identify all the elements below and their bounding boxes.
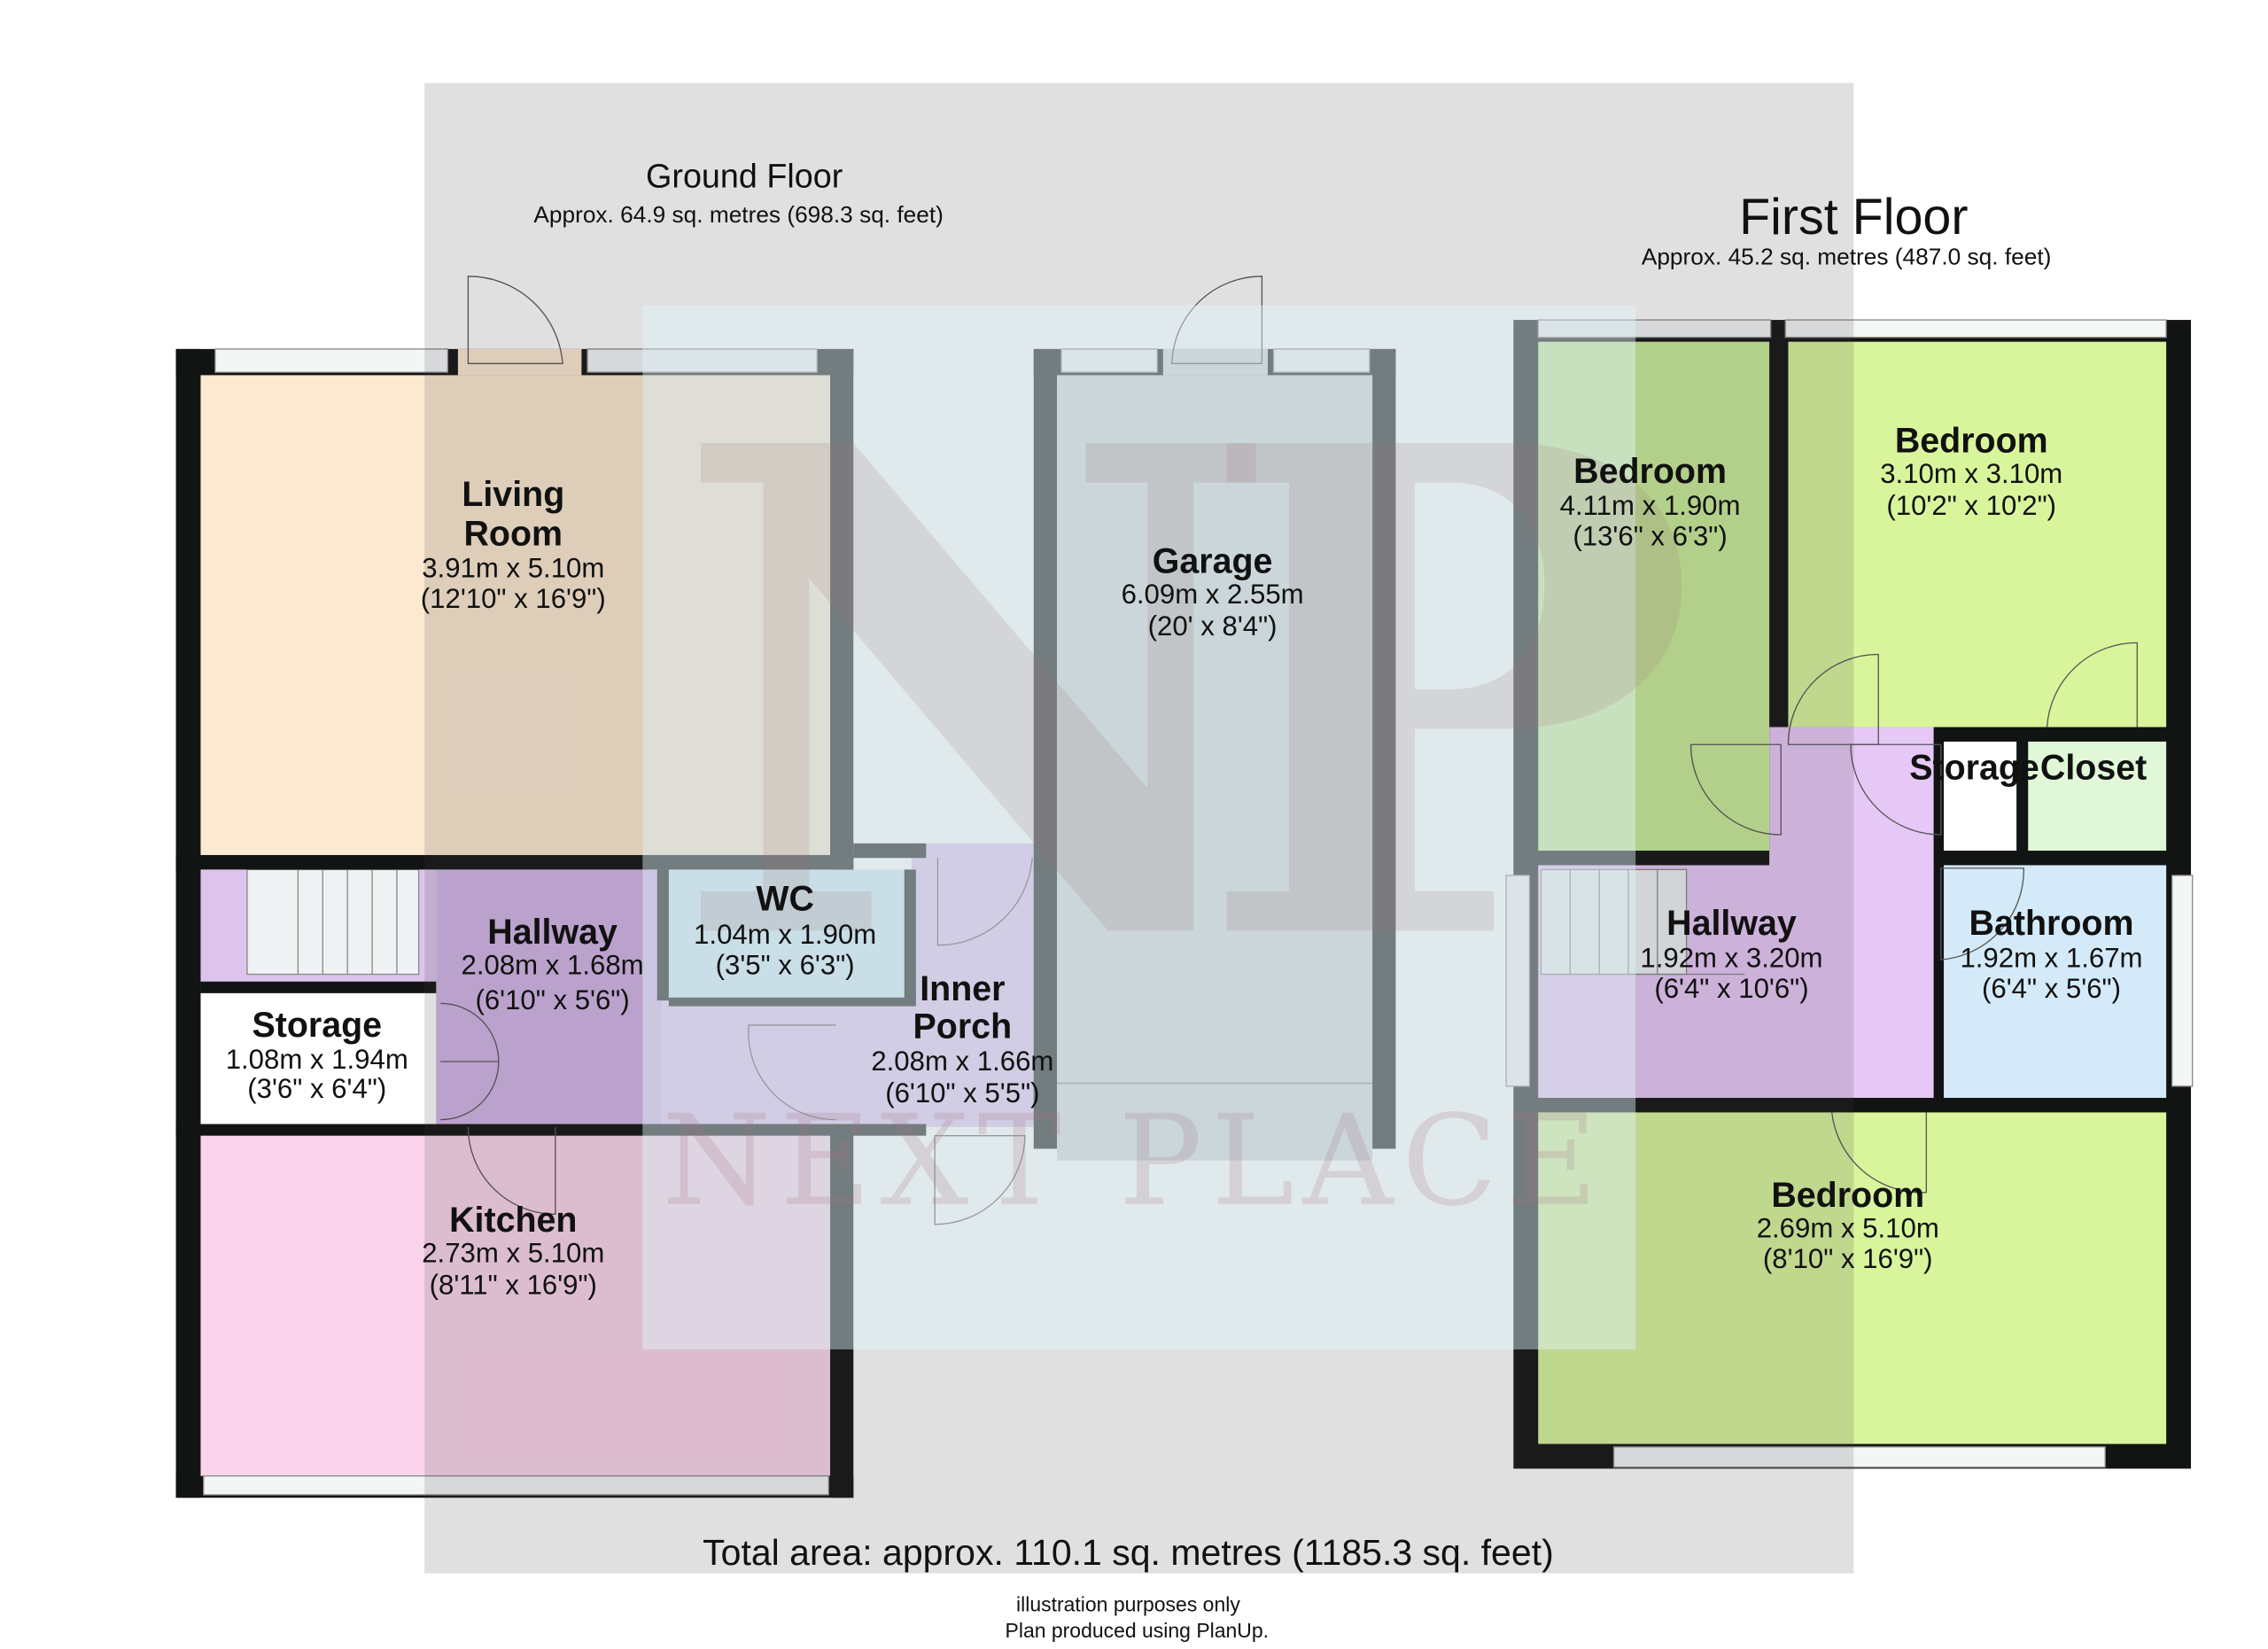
garage-door[interactable] [1170, 276, 1263, 364]
svg-text:Bedroom: Bedroom [1573, 452, 1727, 491]
svg-text:(8'11" x 16'9"): (8'11" x 16'9") [430, 1270, 597, 1301]
total-area: Total area: approx. 110.1 sq. metres (11… [703, 1532, 1554, 1573]
window [1272, 348, 1371, 373]
bedroom-1-area [1538, 341, 1770, 852]
garage-area [1057, 375, 1373, 1161]
svg-text:2.08m x 1.66m: 2.08m x 1.66m [871, 1046, 1053, 1077]
ground-floor-title: Ground Floor [646, 158, 843, 195]
hallway-area [436, 869, 669, 1124]
svg-text:(12'10" x 16'9"): (12'10" x 16'9") [421, 583, 606, 614]
svg-text:2.73m x 5.10m: 2.73m x 5.10m [422, 1237, 604, 1268]
first-floor-title: First Floor [1739, 189, 1968, 245]
window [1060, 348, 1158, 373]
svg-text:3.91m x 5.10m: 3.91m x 5.10m [422, 553, 604, 584]
svg-text:1.04m x 1.90m: 1.04m x 1.90m [694, 919, 876, 950]
room-label-bedroom-2: Bedroom 3.10m x 3.10m (10'2" x 10'2") [1880, 421, 2062, 521]
wc-area [668, 869, 909, 998]
window [1505, 875, 1531, 1087]
room-label-wc: WC 1.04m x 1.90m (3'5" x 6'3") [694, 879, 876, 980]
svg-text:Bathroom: Bathroom [1969, 904, 2134, 943]
room-label-hallway: Hallway 2.08m x 1.68m (6'10" x 5'6") [462, 913, 644, 1015]
inner-porch-area [911, 843, 1043, 1127]
room-label-closet: Closet [2040, 749, 2147, 788]
svg-text:3.10m x 3.10m: 3.10m x 3.10m [1880, 458, 2062, 489]
ground-floor-area: Approx. 64.9 sq. metres (698.3 sq. feet) [533, 201, 944, 228]
bedroom-2-area [1788, 341, 2167, 727]
first-floor-area: Approx. 45.2 sq. metres (487.0 sq. feet) [1642, 244, 2052, 270]
room-label-inner-porch: Inner Porch 2.08m x 1.66m (6'10" x 5'5") [871, 969, 1053, 1108]
svg-text:Porch: Porch [913, 1007, 1013, 1046]
back-door[interactable] [934, 1135, 1026, 1225]
svg-text:Living: Living [462, 475, 564, 514]
watermark-brand: NEXT PLACE [662, 1089, 1606, 1234]
front-door[interactable] [467, 276, 563, 364]
footer-credit: Plan produced using PlanUp. [1006, 1619, 1270, 1642]
footer-disclaimer: illustration purposes only [1016, 1592, 1240, 1615]
room-label-bathroom: Bathroom 1.92m x 1.67m (6'4" x 5'6") [1960, 904, 2142, 1004]
bathroom-area [1944, 865, 2167, 1099]
svg-text:Garage: Garage [1153, 542, 1273, 581]
window [1784, 319, 2167, 338]
svg-text:(10'2" x 10'2"): (10'2" x 10'2") [1886, 490, 2056, 521]
room-label-bedroom-1: Bedroom 4.11m x 1.90m (13'6" x 6'3") [1560, 452, 1741, 552]
closet-area [2028, 741, 2167, 852]
room-label-storage-ff: Storage [1909, 749, 2039, 788]
svg-text:(8'10" x 16'9"): (8'10" x 16'9") [1763, 1243, 1933, 1274]
storage-area-ff [1944, 741, 2017, 852]
svg-text:(3'6" x 6'4"): (3'6" x 6'4") [247, 1073, 386, 1104]
first-floor-plan [1505, 319, 2194, 1469]
window [214, 348, 449, 373]
svg-text:Storage: Storage [252, 1006, 382, 1045]
room-label-living-room: Living Room 3.91m x 5.10m (12'10" x 16'9… [421, 475, 606, 614]
room-label-hallway-ff: Hallway 1.92m x 3.20m (6'4" x 10'6") [1640, 904, 1822, 1004]
gray-overlay [424, 82, 1854, 1574]
svg-text:(6'10" x 5'6"): (6'10" x 5'6") [475, 984, 629, 1015]
window [1612, 1446, 2106, 1468]
svg-text:Inner: Inner [920, 969, 1005, 1008]
window [203, 1475, 830, 1496]
room-label-garage: Garage 6.09m x 2.55m (20' x 8'4") [1122, 542, 1304, 642]
window [2171, 875, 2194, 1087]
svg-text:Hallway: Hallway [487, 913, 617, 952]
room-label-kitchen: Kitchen 2.73m x 5.10m (8'11" x 16'9") [422, 1201, 604, 1301]
svg-text:1.92m x 1.67m: 1.92m x 1.67m [1960, 942, 2142, 973]
window [1537, 319, 1772, 338]
svg-text:Hallway: Hallway [1666, 904, 1797, 943]
storage-area [200, 992, 437, 1124]
svg-text:WC: WC [756, 879, 814, 918]
living-room-area [200, 375, 831, 859]
svg-text:Bedroom: Bedroom [1771, 1176, 1924, 1215]
room-label-bedroom-3: Bedroom 2.69m x 5.10m (8'10" x 16'9") [1757, 1176, 1939, 1274]
svg-text:6.09m x 2.55m: 6.09m x 2.55m [1122, 579, 1304, 610]
svg-text:1.92m x 3.20m: 1.92m x 3.20m [1640, 942, 1822, 973]
watermark-monogram: NP [672, 303, 1687, 1089]
svg-text:4.11m x 1.90m: 4.11m x 1.90m [1560, 490, 1741, 521]
svg-text:(13'6" x 6'3"): (13'6" x 6'3") [1573, 520, 1727, 551]
svg-text:(6'4" x 5'6"): (6'4" x 5'6") [1982, 973, 2121, 1004]
ground-floor-plan [175, 276, 1396, 1498]
svg-text:(3'5" x 6'3"): (3'5" x 6'3") [716, 950, 855, 981]
window [586, 348, 818, 373]
stairs-ff [1540, 868, 1745, 976]
svg-text:2.69m x 5.10m: 2.69m x 5.10m [1757, 1213, 1939, 1244]
svg-text:Bedroom: Bedroom [1895, 421, 2048, 460]
svg-text:(6'4" x 10'6"): (6'4" x 10'6") [1654, 973, 1808, 1004]
svg-text:(6'10" x 5'5"): (6'10" x 5'5") [885, 1077, 1039, 1108]
watermark-panel [642, 305, 1636, 1350]
svg-text:2.08m x 1.68m: 2.08m x 1.68m [462, 950, 644, 981]
bedroom-3-area [1538, 1112, 2167, 1444]
hall-corridor [661, 1000, 924, 1124]
stairs [246, 868, 420, 976]
svg-text:1.08m x 1.94m: 1.08m x 1.94m [226, 1044, 408, 1075]
svg-text:(20' x 8'4"): (20' x 8'4") [1148, 611, 1278, 642]
svg-text:Room: Room [464, 514, 563, 553]
svg-text:Kitchen: Kitchen [449, 1201, 577, 1240]
kitchen-area [200, 1134, 831, 1476]
room-label-storage: Storage 1.08m x 1.94m (3'6" x 6'4") [226, 1006, 408, 1104]
